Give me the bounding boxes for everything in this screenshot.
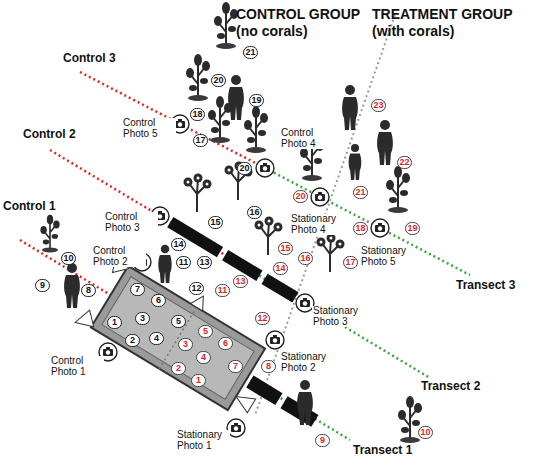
person-silhouette (158, 245, 171, 283)
callout-number: 1 (107, 316, 122, 329)
treatment-transect-line (255, 273, 430, 378)
person-silhouette (64, 263, 80, 308)
callout-number: 3 (178, 338, 193, 351)
callout-number: 9 (315, 434, 330, 447)
camera-icon (266, 331, 284, 349)
callout-number: 6 (151, 294, 166, 307)
walkway (167, 217, 298, 302)
callout-number: 3 (135, 312, 150, 325)
callout-number: 21 (353, 186, 368, 199)
callout-number: 2 (125, 334, 140, 347)
transect-label: Control 1 (2, 200, 57, 213)
callout-number: 23 (371, 99, 386, 112)
camera-label: Stationary Photo 4 (290, 214, 344, 235)
callout-number: 4 (196, 351, 211, 364)
camera-label: Control Photo 3 (104, 212, 158, 233)
callout-number: 20 (293, 190, 308, 203)
camera-label: Control Photo 2 (92, 246, 146, 267)
person-silhouette (342, 85, 358, 130)
callout-number: 5 (171, 315, 186, 328)
person-silhouette (297, 380, 313, 425)
camera-icon (371, 219, 389, 237)
callout-number: 10 (61, 252, 76, 265)
camera-label: Stationary Photo 3 (312, 306, 366, 327)
transect-label: Transect 3 (455, 279, 516, 292)
callout-number: 7 (228, 360, 243, 373)
camera-label: Stationary Photo 5 (360, 246, 414, 267)
group-heading: TREATMENT GROUP (with corals) (372, 6, 522, 40)
control-transect-line (80, 72, 265, 168)
coral-plant (244, 106, 268, 153)
camera-icon (311, 188, 329, 206)
treatment-transect-line (265, 168, 470, 275)
coral-plant (208, 96, 232, 143)
callout-number: 17 (193, 134, 208, 147)
callout-number: 19 (249, 94, 264, 107)
callout-number: 16 (298, 252, 313, 265)
callout-number: 14 (273, 262, 288, 275)
coral-plant (186, 54, 210, 101)
callout-number: 21 (243, 46, 258, 59)
callout-number: 15 (278, 242, 293, 255)
callout-number: 16 (247, 206, 262, 219)
camera-icon (256, 159, 274, 177)
transect-label: Control 3 (62, 52, 117, 65)
coral-plant (214, 2, 238, 49)
callout-number: 1 (191, 374, 206, 387)
callout-number: 8 (81, 284, 96, 297)
callout-number: 9 (35, 279, 50, 292)
sea-fan (225, 162, 253, 201)
transect-label: Transect 1 (352, 444, 413, 457)
camera-label: Control Photo 5 (122, 118, 176, 139)
callout-number: 5 (198, 325, 213, 338)
callout-number: 10 (418, 426, 433, 439)
callout-number: 15 (208, 216, 223, 229)
coral-plant (386, 166, 410, 213)
transect-label: Control 2 (22, 128, 77, 141)
person-silhouette (377, 120, 393, 165)
callout-number: 7 (130, 283, 145, 296)
callout-number: 12 (189, 282, 204, 295)
callout-number: 14 (171, 238, 186, 251)
group-divider (255, 15, 395, 415)
callout-number: 4 (149, 332, 164, 345)
callout-number: 19 (405, 222, 420, 235)
callout-number: 8 (261, 360, 276, 373)
callout-number: 13 (233, 275, 248, 288)
transect-label: Transect 2 (420, 380, 481, 393)
person-silhouette (349, 144, 362, 180)
callout-number: 22 (397, 156, 412, 169)
callout-number: 18 (190, 108, 205, 121)
person-silhouette (228, 75, 244, 120)
callout-number: 18 (353, 222, 368, 235)
camera-label: Stationary Photo 2 (280, 352, 334, 373)
group-heading: CONTROL GROUP (no corals) (236, 6, 371, 40)
callout-number: 11 (176, 256, 191, 269)
callout-number: 20 (237, 162, 252, 175)
control-transect-line (50, 150, 255, 273)
callout-number: 20 (211, 74, 226, 87)
callout-number: 17 (343, 256, 358, 269)
callout-number: 2 (171, 362, 186, 375)
callout-number: 12 (255, 312, 270, 325)
camera-label: Stationary Photo 1 (176, 430, 230, 451)
callout-number: 13 (197, 256, 212, 269)
coral-plant (40, 215, 59, 253)
camera-label: Control Photo 4 (280, 128, 334, 149)
camera-label: Control Photo 1 (50, 356, 104, 377)
sea-fan (317, 234, 345, 273)
platform (75, 246, 340, 455)
callout-number: 11 (215, 284, 230, 297)
callout-number: 6 (218, 337, 233, 350)
sea-fan (184, 174, 212, 213)
